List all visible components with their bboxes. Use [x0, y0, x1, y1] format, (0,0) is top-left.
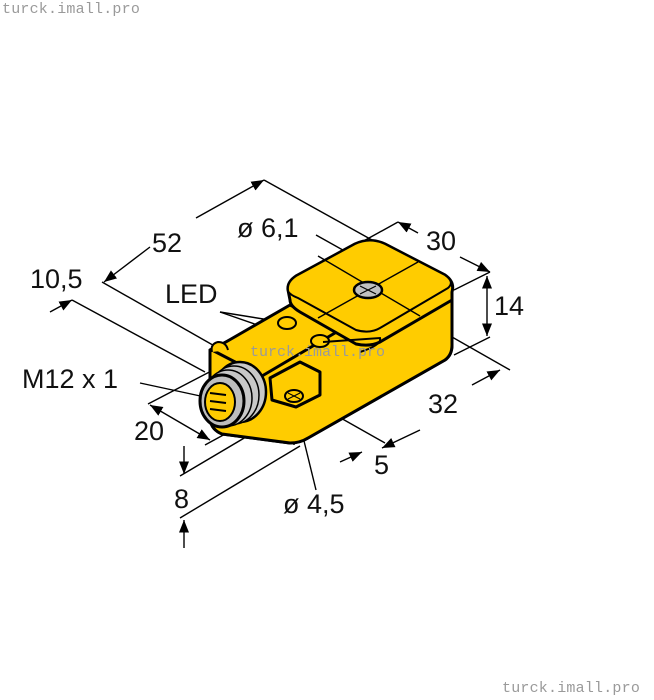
- dim-width: 30: [426, 226, 456, 256]
- dim-base-height: 8: [174, 484, 189, 514]
- dim-connector-depth: 20: [134, 416, 164, 446]
- dim-height: 14: [494, 291, 524, 321]
- label-hole-mount: ø 4,5: [283, 489, 345, 519]
- dim-hole-offset: 5: [374, 450, 389, 480]
- label-hole-top: ø 6,1: [237, 213, 299, 243]
- sensor-housing: [208, 239, 455, 445]
- watermark-bottom: turck.imall.pro: [502, 680, 641, 697]
- watermark-center: turck.imall.pro: [250, 344, 385, 361]
- dim-base-length: 32: [428, 389, 458, 419]
- dim-offset-left: 10,5: [30, 264, 83, 294]
- label-connector: M12 x 1: [22, 364, 118, 394]
- watermark-top: turck.imall.pro: [2, 1, 141, 18]
- m12-connector: [198, 360, 268, 429]
- dim-length: 52: [152, 228, 182, 258]
- label-led: LED: [165, 279, 218, 309]
